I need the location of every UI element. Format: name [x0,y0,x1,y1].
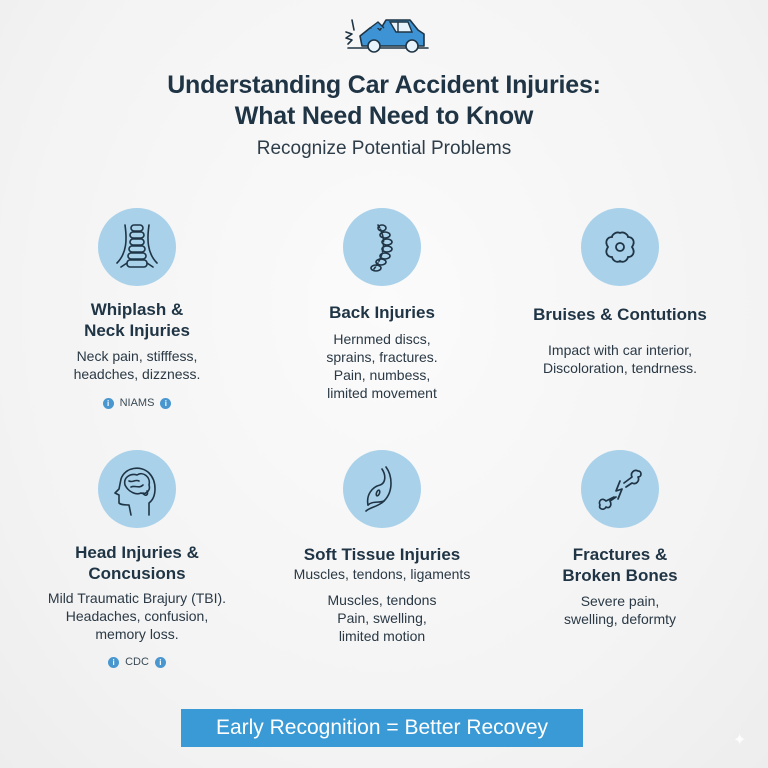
card-soft-tissue: Soft Tissue Injuries Muscles, tendons, l… [262,450,502,645]
card-bruises: Bruises & Contutions Impact with car int… [500,208,740,377]
card-description: Hernmed discs, sprains, fractures. Pain,… [326,331,438,401]
source-niams[interactable]: i NIAMS i [17,397,257,409]
source-label: NIAMS [119,397,155,409]
brain-head-icon [98,450,176,528]
card-subtitle: Muscles, tendons, ligaments [293,566,471,582]
card-whiplash: Whiplash & Neck Injuries Neck pain, stif… [17,208,257,409]
card-title: Fractures & Broken Bones [562,545,678,585]
card-title: Head Injuries & Concusions [75,543,199,583]
card-description: Impact with car interior, Discoloration,… [542,342,698,376]
card-description: Mild Traumatic Brajury (TBI). Headaches,… [47,590,227,642]
source-label: CDC [125,656,149,668]
card-fractures: Fractures & Broken Bones Severe pain, sw… [500,450,740,628]
card-title: Whiplash & Neck Injuries [84,300,190,340]
card-back-injuries: Back Injuries Hernmed discs, sprains, fr… [262,208,502,402]
info-icon: i [102,397,114,409]
spine-icon [343,208,421,286]
card-description: Neck pain, stifffess, headches, dizzness… [73,348,201,382]
sparkle-icon: ✦ [733,732,747,749]
recovery-banner: Early Recognition = Better Recovey [181,709,583,747]
card-title: Back Injuries [329,303,435,322]
card-title: Soft Tissue Injuries [303,545,461,564]
card-description: Muscles, tendons Pain, swelling, limited… [327,592,437,644]
info-icon: i [108,656,120,668]
title-line-2: What Need Need to Know [234,102,534,130]
title-line-1: Understanding Car Accident Injuries: [167,71,601,99]
broken-bone-icon [581,450,659,528]
page-subtitle: Recognize Potential Problems [256,138,512,159]
info-icon[interactable]: i [154,656,166,668]
card-head-injuries: Head Injuries & Concusions Mild Traumati… [17,450,257,668]
page-title: Understanding Car Accident Injuries: Wha… [0,70,768,132]
car-crash-icon [340,8,436,60]
bruise-icon [581,208,659,286]
card-title: Bruises & Contutions [533,305,707,324]
muscle-icon [343,450,421,528]
info-icon[interactable]: i [160,397,172,409]
neck-spine-icon [98,208,176,286]
source-cdc[interactable]: i CDC i [17,656,257,668]
card-description: Severe pain, swelling, deformty [563,593,677,627]
